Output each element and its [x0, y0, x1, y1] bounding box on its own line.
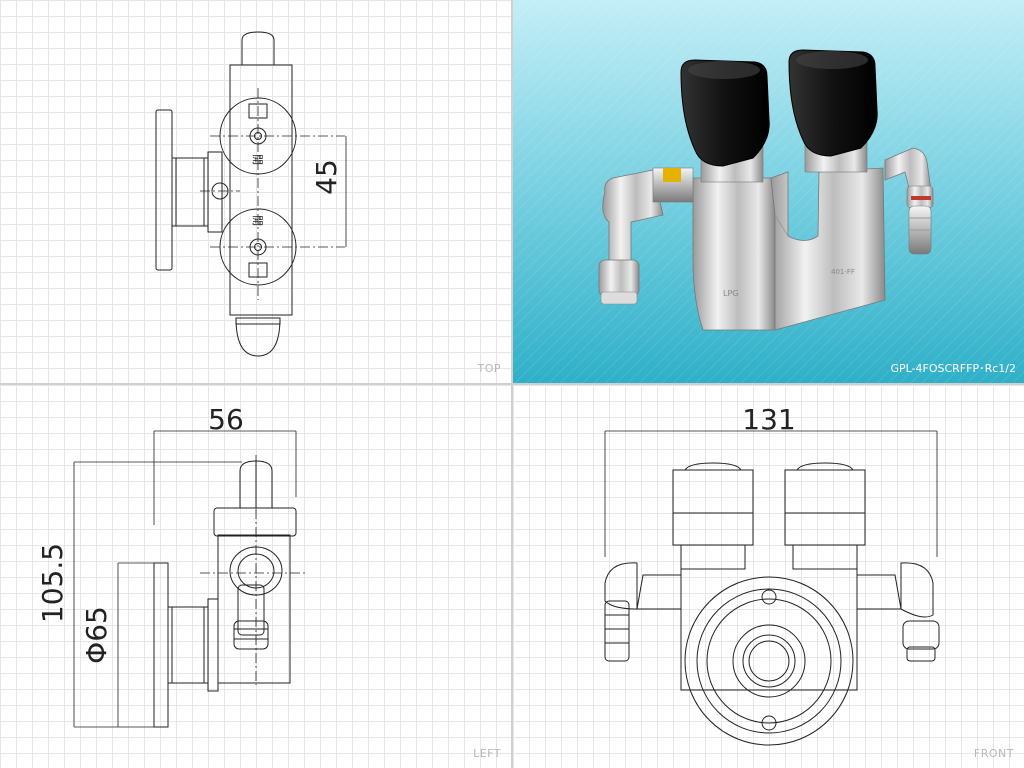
product-photo: LPG 401-FF	[513, 0, 1024, 383]
front-view-panel: 131 FRONT	[513, 385, 1024, 768]
flange-plate	[155, 109, 173, 271]
svg-text:LPG: LPG	[723, 289, 738, 298]
flange-plate-side	[153, 562, 169, 728]
left-dimension-height: 105.5	[36, 543, 69, 623]
front-view-label: FRONT	[973, 747, 1014, 760]
top-view-drawing: 開 開 45	[155, 31, 347, 357]
svg-text:開: 開	[251, 215, 264, 226]
front-right-fitting	[900, 562, 934, 618]
right-elbow-fitting	[884, 147, 934, 255]
left-dimension-width: 56	[208, 403, 244, 436]
bottom-knob	[235, 317, 281, 357]
knob-2	[788, 49, 878, 157]
knob-1	[680, 59, 770, 167]
front-view-drawing: 131	[604, 403, 940, 746]
left-view-label: LEFT	[473, 747, 501, 760]
main-block: LPG 401-FF	[652, 167, 886, 331]
front-knob-1	[672, 469, 754, 546]
top-view-panel: 開 開 45 TOP	[0, 0, 511, 383]
front-knob-2	[784, 469, 866, 546]
left-dimension-diameter: Φ65	[80, 606, 113, 664]
product-photo-panel: LPG 401-FF GPL-4FOSCRFFP･Rc1/2	[513, 0, 1024, 383]
left-view-drawing: 56 105.5 Φ65	[36, 403, 305, 728]
connector-body	[171, 157, 209, 227]
left-view-panel: 56 105.5 Φ65 LEFT	[0, 385, 511, 768]
left-elbow-fitting	[598, 169, 664, 305]
front-left-fitting	[604, 562, 638, 610]
top-knob	[241, 31, 275, 65]
top-dimension-45: 45	[310, 159, 343, 195]
front-dimension-width: 131	[742, 403, 795, 436]
svg-text:401-FF: 401-FF	[831, 268, 855, 276]
top-view-label: TOP	[477, 362, 501, 375]
panel-divider-horizontal	[0, 383, 1024, 385]
flange-outer	[684, 576, 854, 746]
valve-body-side	[217, 534, 291, 684]
front-body	[680, 569, 858, 691]
photo-caption-model: GPL-4FOSCRFFP･Rc1/2	[890, 362, 1016, 375]
svg-text:開: 開	[251, 154, 264, 165]
main-body	[229, 64, 293, 316]
